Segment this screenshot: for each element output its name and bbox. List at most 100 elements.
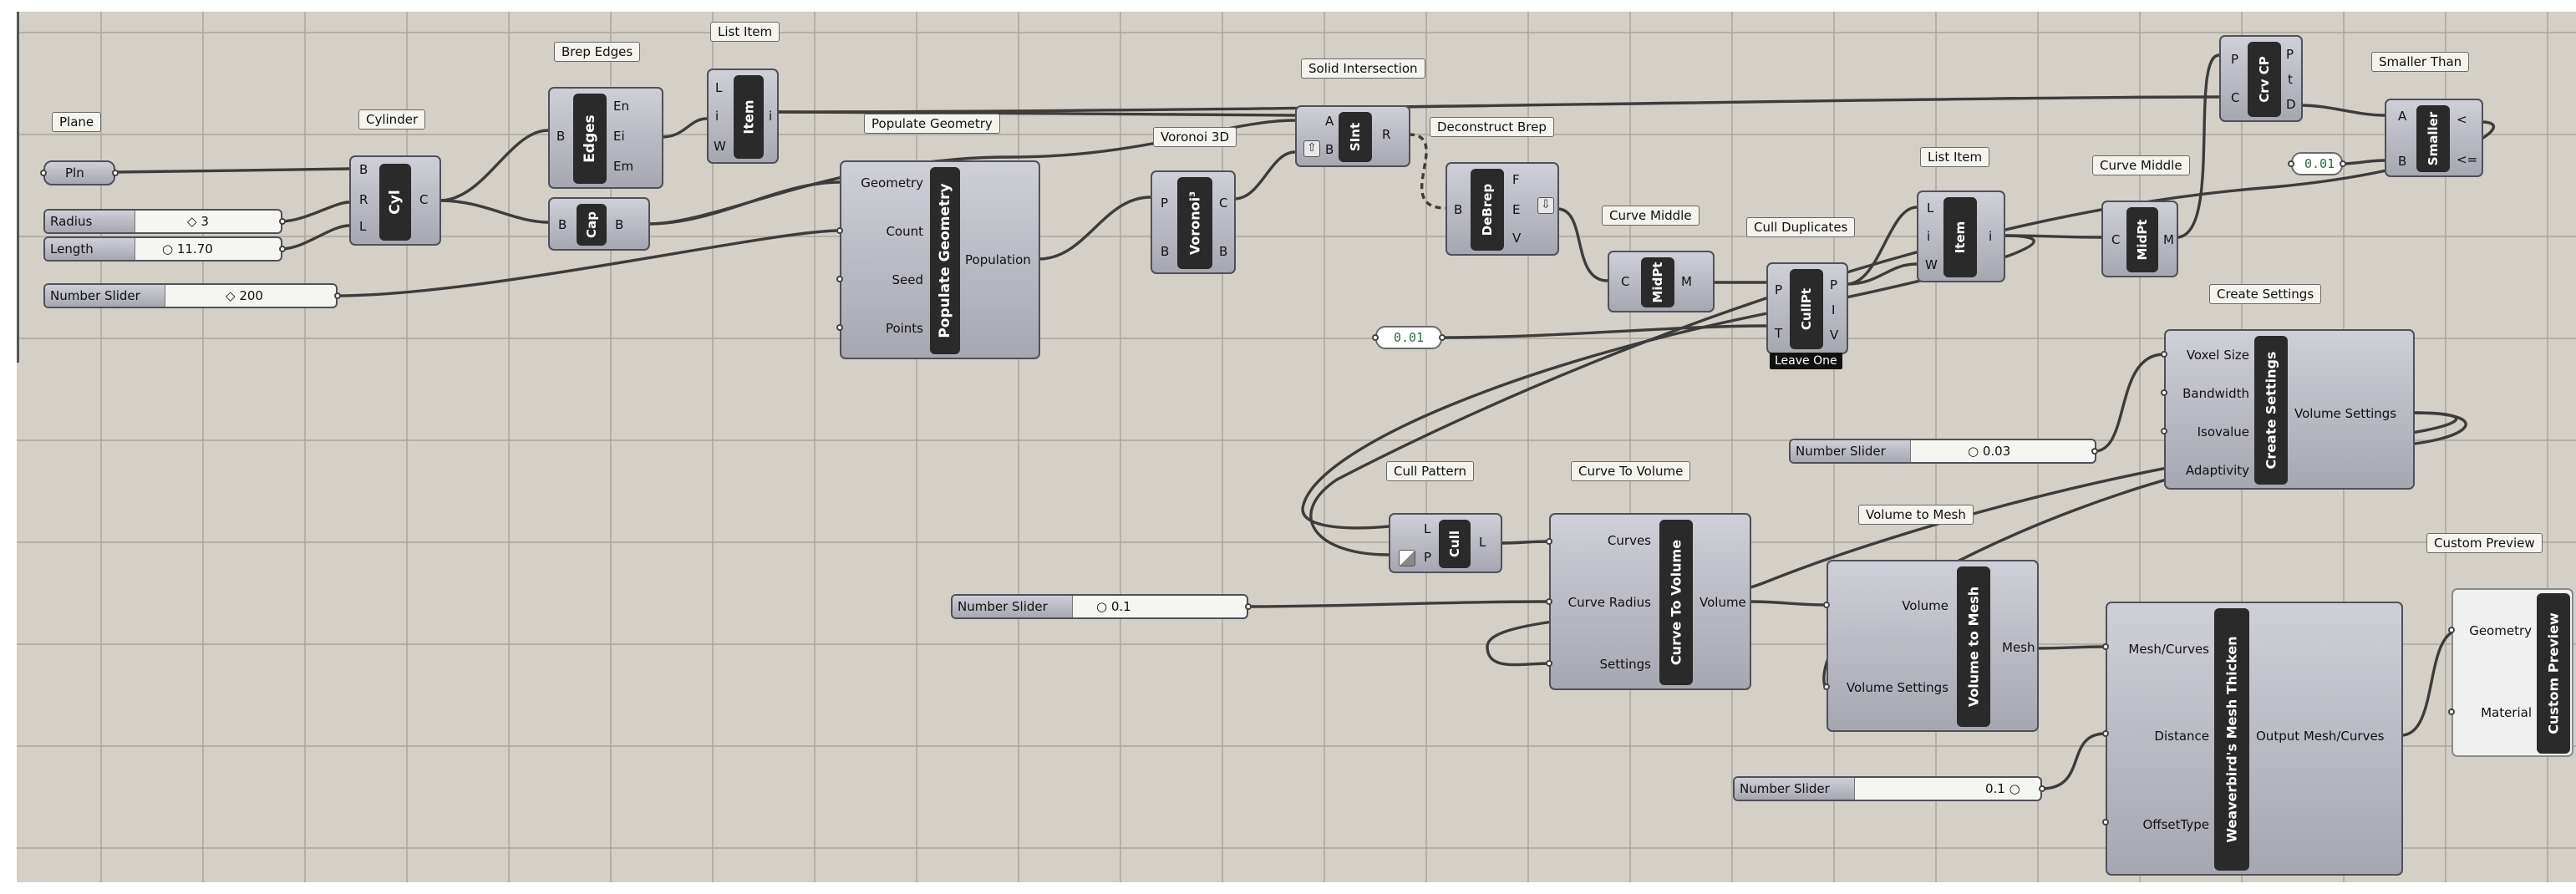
voxel-size-slider-value: ○ 0.03 <box>1968 444 2011 459</box>
port-dot[interactable] <box>1439 334 1446 341</box>
port-dot[interactable] <box>1823 602 1830 608</box>
tag-cull-pattern: Cull Pattern <box>1386 461 1475 481</box>
populate-output-population: Population <box>965 252 1031 267</box>
radius-slider[interactable]: Radius ◇ 3 <box>43 209 282 234</box>
create-settings-component[interactable]: Create Settings Voxel Size Bandwidth Iso… <box>2164 329 2415 490</box>
tag-brep-edges: Brep Edges <box>554 42 641 62</box>
radius-slider-name: Radius <box>45 211 135 232</box>
wire-tolerance-cullpt <box>1440 324 1767 339</box>
deconstruct-brep-component[interactable]: DeBrep B F E V ⇩ <box>1446 162 1559 256</box>
edges-output-en: En <box>613 99 629 114</box>
midpt-2-input-c: C <box>2111 232 2121 247</box>
list-item-1-input-i: i <box>715 109 719 124</box>
tag-deconstruct-brep: Deconstruct Brep <box>1430 117 1554 137</box>
settings-output-volume-settings: Volume Settings <box>2294 406 2397 421</box>
flatten-icon[interactable]: ⇧ <box>1303 140 1320 157</box>
smaller-output-lte: <= <box>2457 152 2478 167</box>
graft-icon[interactable]: ⇩ <box>1537 197 1554 214</box>
port-dot[interactable] <box>40 170 47 176</box>
cylinder-input-r: R <box>359 192 368 207</box>
tolerance-panel-value: 0.01 <box>1394 330 1425 345</box>
cull-pattern-component[interactable]: Cull L P L <box>1389 513 1502 573</box>
wire-radius-cylinder <box>280 201 350 223</box>
port-dot[interactable] <box>1546 538 1552 545</box>
curve-closest-point-component[interactable]: Crv CP P C P t D <box>2219 35 2303 122</box>
brep-edges-component[interactable]: Edges B En Ei Em <box>548 87 663 189</box>
curve-middle-1-component[interactable]: MidPt C M <box>1608 251 1715 312</box>
voronoi-3d-component[interactable]: Voronoi³ P B C B <box>1151 170 1236 274</box>
port-dot[interactable] <box>1546 598 1552 605</box>
port-dot[interactable] <box>2161 389 2167 396</box>
port-dot[interactable] <box>112 170 119 176</box>
distance-slider[interactable]: Number Slider 0.1 ○ <box>1733 776 2042 801</box>
list-item-2-component[interactable]: Item L i W i <box>1917 190 2005 282</box>
port-dot[interactable] <box>1546 660 1552 667</box>
port-dot[interactable] <box>2102 730 2109 737</box>
voronoi-output-b: B <box>1219 244 1228 259</box>
port-dot[interactable] <box>2091 448 2098 455</box>
list-item-1-component[interactable]: Item L i W i <box>707 69 779 164</box>
cylinder-input-l: L <box>359 219 367 234</box>
custom-preview-core: Custom Preview <box>2537 593 2570 754</box>
wire-cullpt-item <box>1846 206 1918 286</box>
wire-cyl-edges <box>439 129 549 202</box>
port-dot[interactable] <box>2039 785 2045 792</box>
wire-crvcp-smaller <box>2299 104 2385 117</box>
port-dot[interactable] <box>2448 627 2455 633</box>
pattern-icon[interactable] <box>1399 550 1415 566</box>
thicken-input-distance: Distance <box>2154 729 2209 744</box>
port-dot[interactable] <box>2340 160 2346 167</box>
debrep-output-e: E <box>1512 202 1521 217</box>
port-dot[interactable] <box>279 218 286 225</box>
port-dot[interactable] <box>1372 334 1379 341</box>
edges-output-em: Em <box>613 159 634 174</box>
populate-geometry-component[interactable]: Populate Geometry Geometry Count Seed Po… <box>840 160 1040 359</box>
port-dot[interactable] <box>836 276 843 282</box>
tolerance-panel[interactable]: 0.01 <box>1375 326 1442 349</box>
wire-settings-ctv <box>1486 411 2458 667</box>
solid-intersection-component[interactable]: SInt A B ⇧ R <box>1295 105 1410 167</box>
sint-input-a: A <box>1325 114 1334 129</box>
port-dot[interactable] <box>2448 709 2455 715</box>
curve-radius-slider-name: Number Slider <box>953 596 1073 617</box>
length-slider[interactable]: Length ○ 11.70 <box>43 236 282 262</box>
port-dot[interactable] <box>836 324 843 331</box>
cylinder-component[interactable]: Cyl B R L C <box>349 155 441 246</box>
port-dot[interactable] <box>279 246 286 252</box>
thicken-input-mesh-curves: Mesh/Curves <box>2128 642 2209 657</box>
cull-duplicates-component[interactable]: CullPt P T P I V <box>1766 262 1848 354</box>
port-dot[interactable] <box>836 227 843 234</box>
wire-count-populate <box>335 229 841 297</box>
port-dot[interactable] <box>334 292 341 299</box>
tag-create-settings: Create Settings <box>2209 284 2322 304</box>
wire-distance-thicken <box>2040 732 2106 790</box>
port-dot[interactable] <box>1823 683 1830 690</box>
curve-to-volume-component[interactable]: Curve To Volume Curves Curve Radius Sett… <box>1549 513 1751 690</box>
port-dot[interactable] <box>2288 160 2294 167</box>
settings-input-isovalue: Isovalue <box>2197 424 2249 439</box>
smaller-b-panel[interactable]: 0.01 <box>2291 152 2343 175</box>
mesh-thicken-component[interactable]: Weaverbird's Mesh Thicken Mesh/Curves Di… <box>2106 602 2403 876</box>
tag-custom-preview: Custom Preview <box>2426 533 2543 553</box>
port-dot[interactable] <box>2102 643 2109 650</box>
port-dot[interactable] <box>2161 351 2167 358</box>
curve-radius-slider[interactable]: Number Slider ○ 0.1 <box>951 594 1248 619</box>
brep-edges-core: Edges <box>573 94 607 184</box>
list-item-2-output-i: i <box>1989 229 1993 244</box>
tag-plane: Plane <box>52 112 102 132</box>
count-slider[interactable]: Number Slider ◇ 200 <box>43 283 338 308</box>
cap-component[interactable]: Cap B B <box>548 197 650 251</box>
smaller-than-component[interactable]: Smaller A B < <= <box>2385 99 2483 177</box>
port-dot[interactable] <box>2102 819 2109 825</box>
settings-input-adaptivity: Adaptivity <box>2185 463 2249 478</box>
port-dot[interactable] <box>2161 428 2167 434</box>
volume-to-mesh-component[interactable]: Volume to Mesh Volume Volume Settings Me… <box>1827 560 2039 732</box>
wire-populate-voronoi <box>1038 196 1151 261</box>
port-dot[interactable] <box>1245 603 1252 610</box>
curve-middle-2-component[interactable]: MidPt C M <box>2101 201 2178 277</box>
custom-preview-component[interactable]: Custom Preview Geometry Material <box>2452 588 2573 757</box>
plane-param[interactable]: Pln <box>43 160 115 185</box>
grasshopper-canvas[interactable]: Plane Cylinder Brep Edges List Item Popu… <box>17 12 2576 882</box>
crvcp-output-t: t <box>2288 72 2293 87</box>
voxel-size-slider[interactable]: Number Slider ○ 0.03 <box>1789 439 2096 464</box>
